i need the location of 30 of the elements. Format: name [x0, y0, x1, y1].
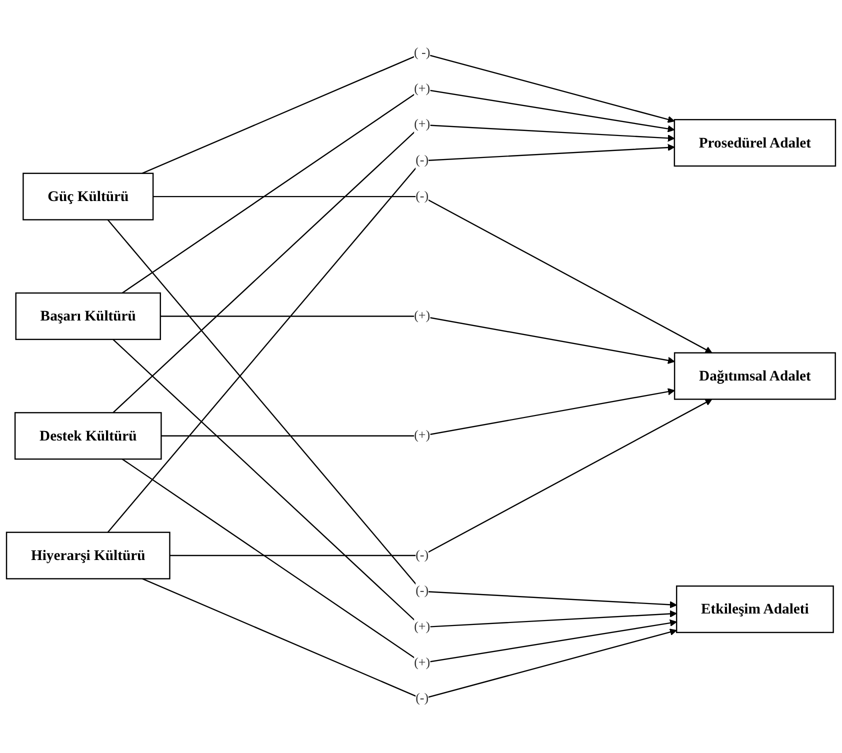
arrow — [160, 316, 675, 364]
edge-label: (+) — [414, 620, 430, 634]
arrow — [142, 53, 675, 174]
node-box: Hiyerarşi Kültürü — [6, 532, 170, 580]
edge-label: (-) — [416, 154, 429, 168]
node-box: Dağıtımsal Adalet — [674, 352, 836, 400]
arrow — [107, 144, 675, 534]
arrow — [153, 196, 712, 354]
node-box: Destek Kültürü — [14, 412, 162, 460]
edge-label: (+) — [414, 309, 430, 324]
edge-label: (-) — [416, 584, 429, 598]
edge-label: (+) — [414, 429, 430, 443]
arrow — [107, 220, 677, 609]
node-box: Prosedürel Adalet — [674, 119, 836, 168]
arrow — [122, 88, 675, 294]
edge-label: (-) — [416, 548, 429, 563]
edge-label: (-) — [416, 692, 429, 706]
arrow — [170, 399, 712, 557]
arrow — [122, 459, 677, 664]
arrow — [161, 388, 675, 437]
edge-label: (+) — [414, 82, 430, 96]
edge-label: (+) — [414, 656, 430, 670]
node-box: Başarı Kültürü — [15, 292, 161, 340]
node-box: Güç Kültürü — [22, 173, 154, 221]
node-box: Etkileşim Adaleti — [676, 586, 834, 634]
arrow — [112, 339, 677, 628]
edge-label: ( -) — [414, 46, 430, 60]
edge-label: (-) — [416, 190, 429, 204]
edge-label: (+) — [414, 118, 430, 132]
arrow — [112, 124, 675, 414]
